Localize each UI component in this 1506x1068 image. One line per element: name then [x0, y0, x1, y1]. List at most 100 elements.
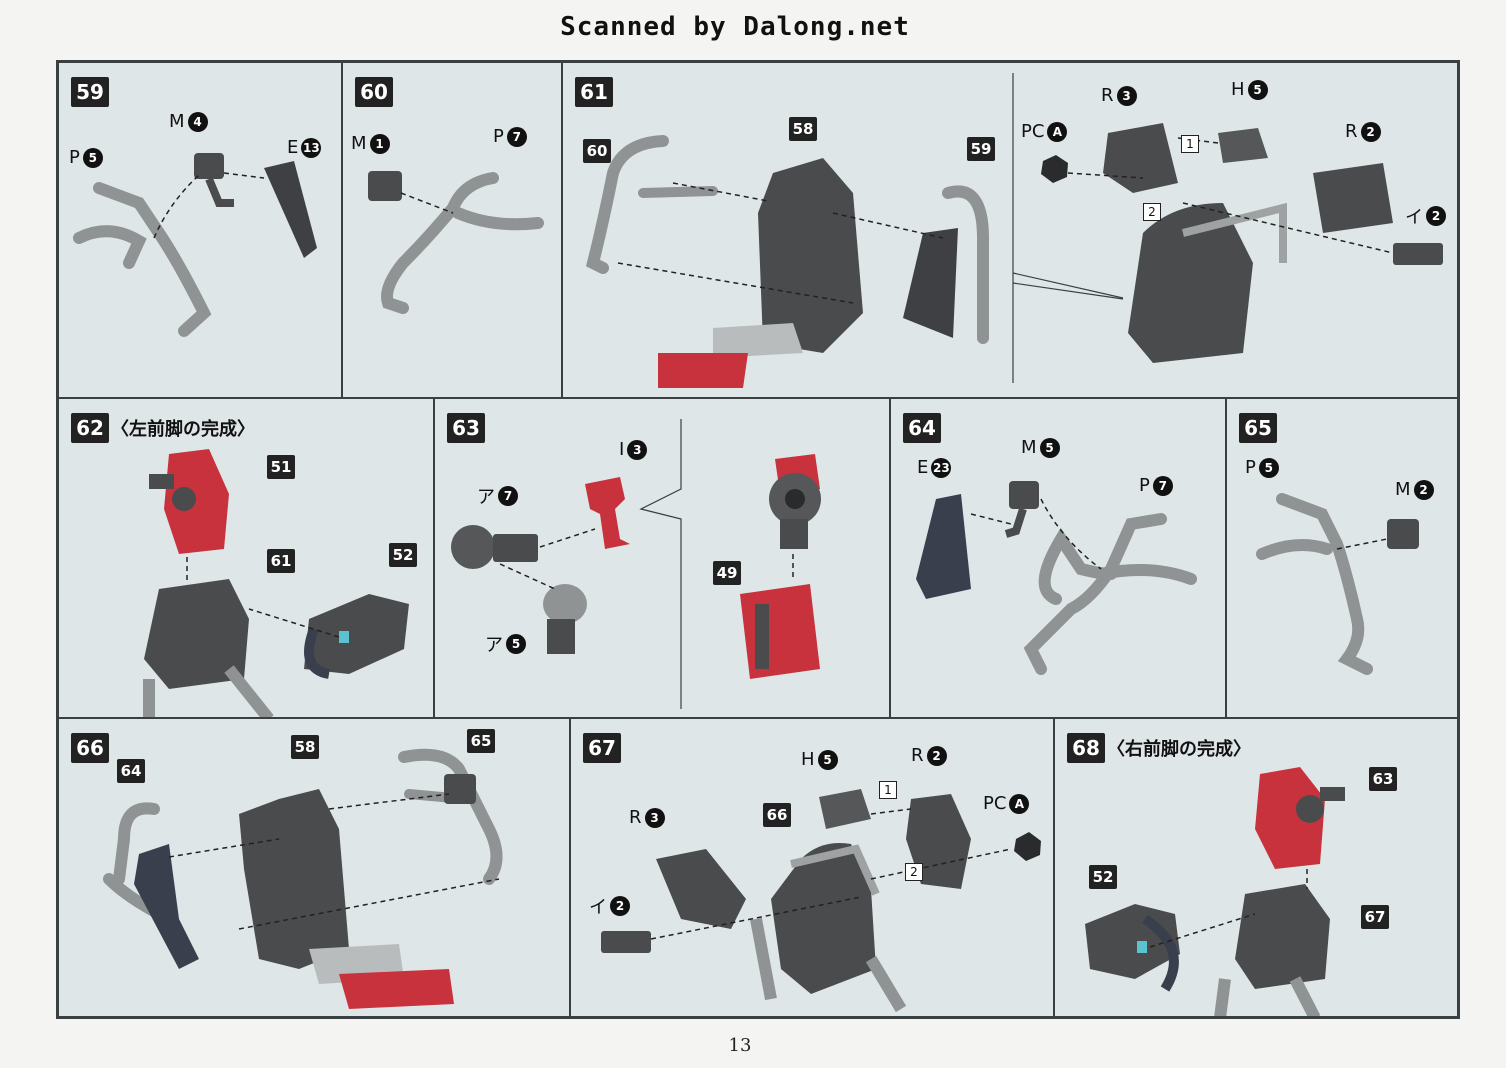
step-68-diagram	[1085, 767, 1345, 1016]
guide-arrow	[153, 174, 200, 239]
order-mark-2: 2	[1143, 203, 1161, 221]
scan-watermark: Scanned by Dalong.net	[560, 12, 910, 42]
step-number: 61	[575, 77, 613, 107]
guide-arrow	[248, 608, 340, 638]
assembly-66-legs	[750, 917, 907, 1013]
detail-callout	[1012, 272, 1124, 299]
part-52-loop	[304, 627, 331, 679]
claws-red	[658, 353, 748, 388]
order-mark-1: 1	[1181, 135, 1199, 153]
part-m1	[368, 171, 402, 201]
part-49-stripe	[755, 604, 769, 669]
pipe-p7-lower	[1038, 527, 1117, 605]
ref-60: 60	[583, 139, 611, 163]
ref-63: 63	[1369, 767, 1397, 791]
part-a5-stem	[547, 619, 575, 654]
part-52	[304, 594, 409, 674]
part-64	[134, 844, 199, 969]
part-52-clear	[339, 631, 349, 643]
part-a5-ring	[543, 584, 587, 624]
part-i2-screw	[601, 931, 651, 953]
step-number: 65	[1239, 413, 1277, 443]
ref-52: 52	[389, 543, 417, 567]
part-m2	[1387, 519, 1419, 549]
step-number: 68	[1067, 733, 1105, 763]
part-52-loop	[1142, 914, 1179, 992]
order-mark-1: 1	[879, 781, 897, 799]
part-51-red	[164, 449, 229, 554]
page-number: 13	[728, 1035, 752, 1056]
guide-arrow	[238, 878, 500, 930]
step-number: 59	[71, 77, 109, 107]
step-66-diagram	[103, 748, 503, 1009]
leg-pipe	[1182, 202, 1287, 263]
step-number: 62	[71, 413, 109, 443]
step-number: 67	[583, 733, 621, 763]
step-59-diagram	[73, 153, 317, 337]
ref-59: 59	[967, 137, 995, 161]
ref-67: 67	[1361, 905, 1389, 929]
pipe-p5	[93, 182, 212, 337]
assembly-61-pipes	[143, 665, 274, 717]
guide-arrow	[970, 513, 1012, 525]
claws-red	[339, 969, 454, 1009]
body-58	[239, 789, 349, 969]
pipe-p5-branch	[1256, 539, 1333, 560]
part-63-red	[1255, 767, 1325, 869]
pipe-60-branch	[638, 186, 718, 198]
part-e13	[264, 161, 317, 258]
assembly-66-pipe	[790, 844, 880, 896]
assembled-stem	[780, 519, 808, 549]
part-m5-pin	[1004, 507, 1027, 538]
guide-arrow	[672, 182, 769, 202]
part-65-joint	[444, 774, 476, 804]
body-58	[758, 158, 863, 353]
pipe-64	[113, 802, 160, 885]
ref-66: 66	[763, 803, 791, 827]
body-58-guard	[713, 323, 803, 358]
ref-49: 49	[713, 561, 741, 585]
guide-arrow	[870, 848, 1012, 880]
assembly-67-pipes	[1214, 976, 1321, 1016]
pipe-60	[586, 135, 669, 274]
part-pca	[1041, 155, 1068, 183]
step-title: 〈左前脚の完成〉	[111, 419, 255, 440]
part-i3	[585, 477, 630, 549]
detail-callout	[639, 419, 682, 709]
step-number: 64	[903, 413, 941, 443]
pipe-p5-branch	[73, 225, 147, 269]
detail-callout	[1012, 282, 1124, 300]
step-number: 63	[447, 413, 485, 443]
step-number: 60	[355, 77, 393, 107]
part-h5	[819, 789, 871, 829]
part-a7-stem	[493, 534, 538, 562]
part-e23	[916, 494, 971, 599]
part-63-joint	[1296, 795, 1324, 823]
part-m4	[194, 153, 224, 179]
assembly-67	[1235, 884, 1330, 989]
guide-arrow	[223, 172, 265, 179]
step-65-diagram	[1256, 493, 1419, 675]
